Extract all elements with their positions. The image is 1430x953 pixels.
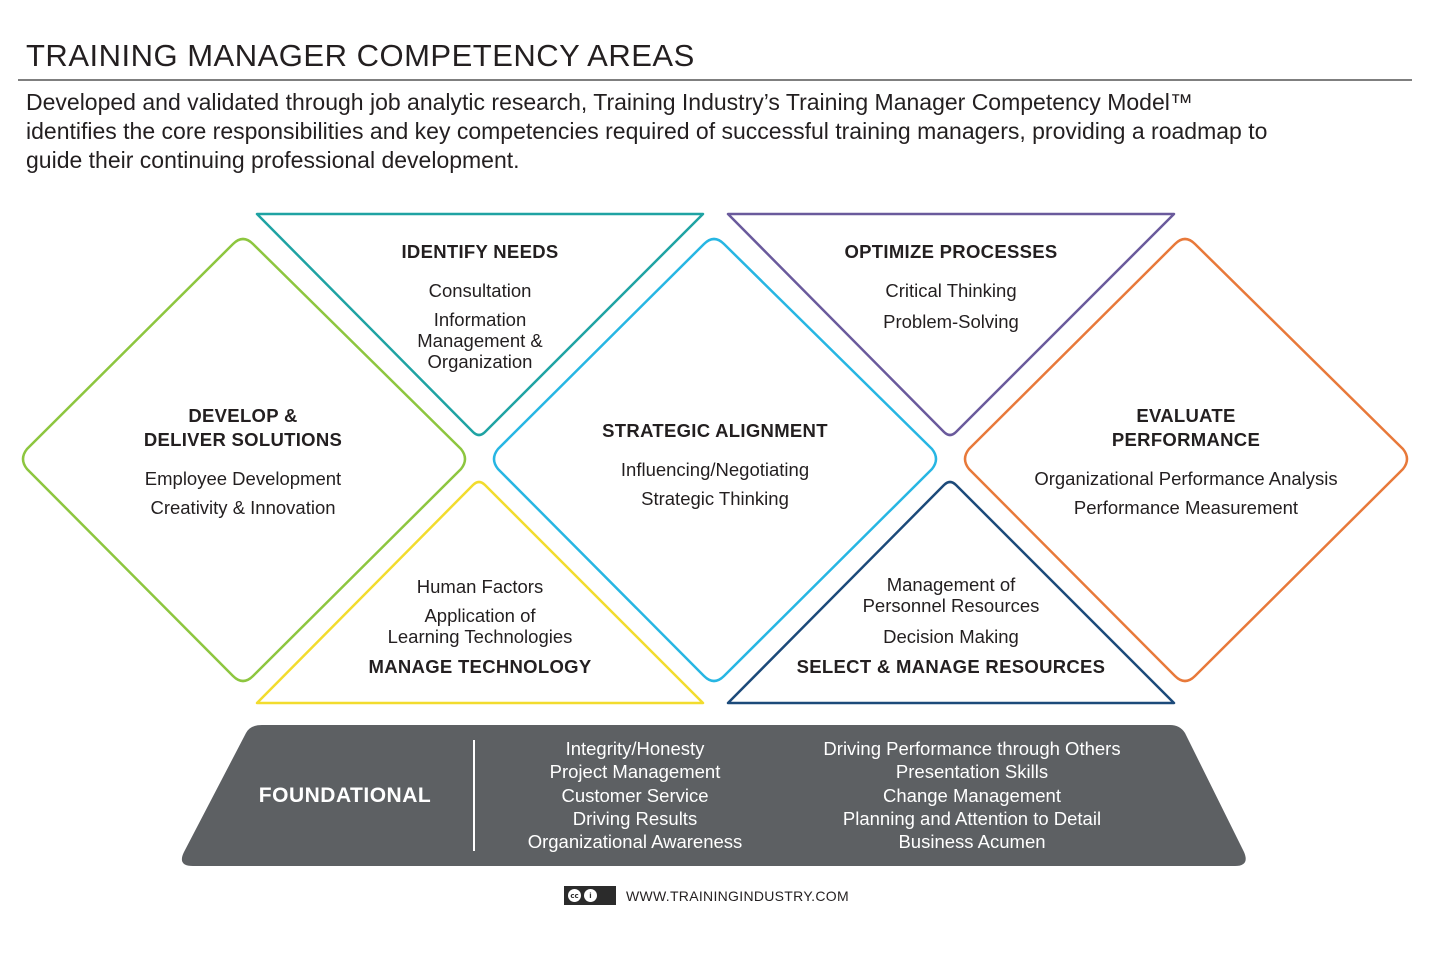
strategic-item: Influencing/Negotiating: [620, 459, 810, 480]
foundational-divider: [473, 740, 475, 851]
develop-heading-1: DEVELOP &: [188, 405, 298, 426]
foundational-band: [181, 725, 1246, 866]
foundational-item: Planning and Attention to Detail: [842, 807, 1102, 829]
identify-item: Organization: [427, 351, 533, 372]
identify-label: IDENTIFY NEEDS Consultation Information …: [340, 240, 620, 372]
optimize-label: OPTIMIZE PROCESSES Critical Thinking Pro…: [811, 240, 1091, 332]
evaluate-diamond: [963, 237, 1409, 683]
technology-item: Application of: [424, 605, 536, 626]
foundational-item: Organizational Awareness: [527, 831, 743, 853]
identify-item: Information: [433, 309, 527, 330]
identify-triangle: [255, 212, 705, 437]
develop-heading-2: DELIVER SOLUTIONS: [143, 429, 343, 450]
foundational-item: Driving Results: [572, 807, 698, 829]
foundational-column-2: Driving Performance through Others Prese…: [782, 737, 1162, 853]
resources-label: Management of Personnel Resources Decisi…: [791, 574, 1111, 679]
identify-item: Consultation: [428, 280, 532, 301]
technology-item: Learning Technologies: [387, 626, 573, 647]
technology-label: Human Factors Application of Learning Te…: [340, 576, 620, 679]
resources-heading: SELECT & MANAGE RESOURCES: [796, 656, 1106, 677]
identify-item: Management &: [417, 330, 543, 351]
intro-paragraph: Developed and validated through job anal…: [26, 89, 1268, 173]
evaluate-item: Performance Measurement: [1073, 497, 1299, 518]
strategic-diamond: [492, 237, 938, 683]
foundational-item: Change Management: [883, 784, 1061, 806]
evaluate-heading-1: EVALUATE: [1136, 405, 1236, 426]
identify-heading: IDENTIFY NEEDS: [401, 241, 559, 262]
foundational-label: FOUNDATIONAL: [258, 784, 432, 807]
strategic-label: STRATEGIC ALIGNMENT Influencing/Negotiat…: [575, 419, 855, 509]
page-title: TRAINING MANAGER COMPETENCY AREAS: [26, 38, 695, 73]
resources-item: Decision Making: [883, 626, 1019, 647]
optimize-heading: OPTIMIZE PROCESSES: [844, 241, 1058, 262]
strategic-heading: STRATEGIC ALIGNMENT: [602, 420, 828, 441]
optimize-item: Problem-Solving: [883, 311, 1019, 332]
evaluate-heading-2: PERFORMANCE: [1111, 429, 1261, 450]
technology-triangle: [255, 480, 705, 705]
technology-item: Human Factors: [416, 576, 544, 597]
optimize-triangle: [726, 212, 1176, 437]
foundational-item: Project Management: [549, 761, 721, 783]
foundational-item: Business Acumen: [898, 831, 1046, 853]
evaluate-item: Organizational Performance Analysis: [1034, 468, 1338, 489]
resources-item: Personnel Resources: [862, 595, 1040, 616]
footer-url: WWW.TRAININGINDUSTRY.COM: [626, 887, 849, 904]
develop-item: Creativity & Innovation: [150, 497, 336, 518]
foundational-item: Driving Performance through Others: [823, 738, 1121, 759]
resources-item: Management of: [886, 574, 1016, 595]
title-rule: [18, 79, 1412, 81]
foundational-column-1: Integrity/Honesty Project Management Cus…: [485, 737, 785, 853]
strategic-item: Strategic Thinking: [641, 488, 789, 509]
develop-item: Employee Development: [144, 468, 342, 489]
evaluate-label: EVALUATE PERFORMANCE Organizational Perf…: [986, 404, 1386, 518]
technology-heading: MANAGE TECHNOLOGY: [368, 656, 592, 677]
resources-triangle: [726, 480, 1176, 705]
foundational-item: Presentation Skills: [895, 761, 1049, 783]
foundational-item: Integrity/Honesty: [565, 738, 705, 759]
optimize-item: Critical Thinking: [885, 280, 1017, 301]
develop-label: DEVELOP & DELIVER SOLUTIONS Employee Dev…: [103, 404, 383, 518]
foundational-item: Customer Service: [561, 784, 709, 806]
develop-diamond: [21, 237, 467, 683]
